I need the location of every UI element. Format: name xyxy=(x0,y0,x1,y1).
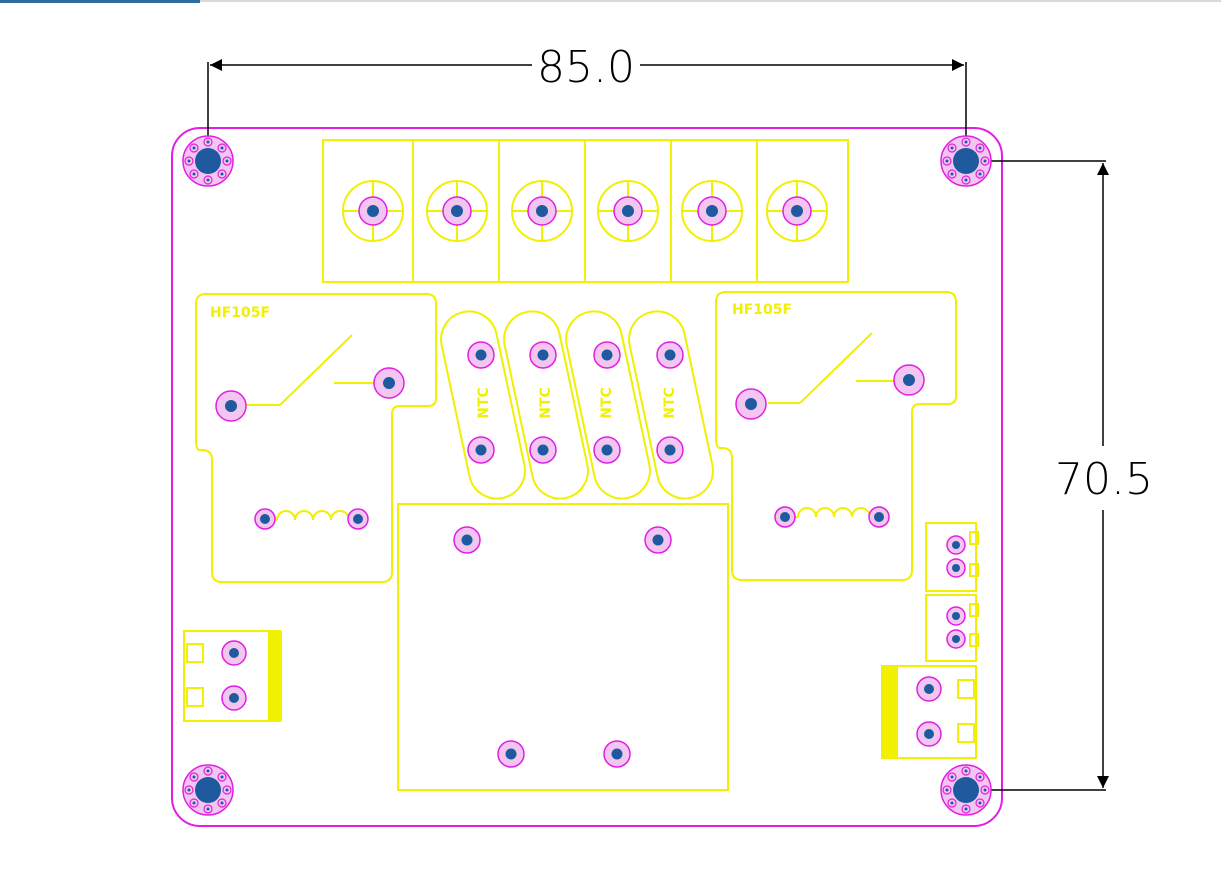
relay-right: HF105F xyxy=(715,291,957,581)
screw-terminal-3 xyxy=(511,180,573,242)
board-outline xyxy=(171,127,1003,827)
mounting-hole-bl xyxy=(182,764,234,816)
relay-left-label: HF105F xyxy=(210,305,270,321)
ntc-2: NTC xyxy=(503,310,589,500)
screw-terminal-4 xyxy=(597,180,659,242)
header-right-upper xyxy=(925,522,979,592)
ntc-1: NTC xyxy=(440,310,526,500)
ntc-3: NTC xyxy=(565,310,651,500)
screw-terminal-2 xyxy=(426,180,488,242)
screw-terminal-1 xyxy=(342,180,404,242)
mounting-hole-tr xyxy=(940,135,992,187)
header-right-lower xyxy=(925,594,979,662)
ntc-4: NTC xyxy=(628,310,714,500)
height-dimension: 70.5 xyxy=(966,160,1153,791)
screw-terminal-5 xyxy=(681,180,743,242)
relay-right-label: HF105F xyxy=(732,302,792,318)
screw-terminal-6 xyxy=(766,180,828,242)
height-label: 70.5 xyxy=(1055,454,1153,505)
screw-terminals xyxy=(342,180,828,242)
ntc-1-label: NTC xyxy=(476,387,492,419)
active-tab-indicator xyxy=(0,0,200,3)
central-module xyxy=(397,503,729,791)
connector-right xyxy=(881,665,977,759)
ntc-2-label: NTC xyxy=(538,387,554,419)
width-dimension: 85.0 xyxy=(207,42,967,160)
mounting-hole-br xyxy=(940,764,992,816)
connector-left xyxy=(183,630,282,722)
terminal-block-top xyxy=(322,139,849,283)
ntc-4-label: NTC xyxy=(662,387,678,419)
width-label: 85.0 xyxy=(537,42,635,93)
top-divider xyxy=(0,0,1221,2)
relay-left: HF105F xyxy=(195,293,437,583)
pads xyxy=(215,341,966,768)
mounting-hole-tl xyxy=(182,135,234,187)
ntc-3-label: NTC xyxy=(599,387,615,419)
